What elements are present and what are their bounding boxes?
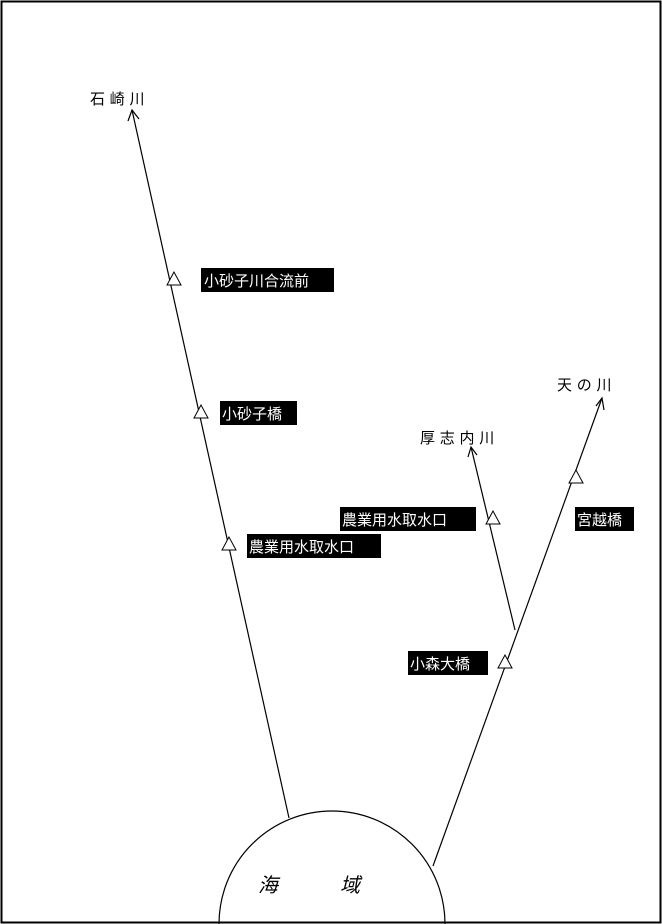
sea-area [218, 810, 446, 924]
label-bg-nougyou-right [340, 507, 476, 531]
ishizaki-river-line [131, 109, 290, 819]
station-label-kosago-bashi: 小砂子橋 [222, 405, 282, 423]
ishizaki-arrowhead [127, 108, 140, 122]
label-bg-kosago-bashi [220, 401, 297, 425]
station-marker-komori-oohashi [497, 653, 513, 669]
station-marker-nougyou-right [485, 509, 501, 525]
atsushinai-river-line [470, 446, 516, 631]
station-label-komori-oohashi: 小森大橋 [410, 655, 470, 673]
station-label-miyakoshi: 宮越橋 [577, 511, 622, 529]
station-marker-kosago-bashi [193, 403, 209, 419]
station-marker-miyakoshi [568, 468, 584, 484]
station-marker-kosagogawa-gouryu [166, 270, 182, 286]
station-marker-nougyou-left [221, 535, 237, 551]
sea-label-char1: 海 [258, 873, 281, 897]
ishizaki-river-label: 石 崎 川 [90, 90, 145, 108]
station-label-nougyou-right: 農業用水取水口 [342, 511, 447, 529]
amanokawa-arrowhead [595, 396, 605, 411]
station-label-nougyou-left: 農業用水取水口 [249, 538, 354, 556]
label-bg-komori-oohashi [408, 651, 488, 675]
amanokawa-river-label: 天 の 川 [557, 376, 612, 394]
atsushinai-arrowhead [467, 445, 478, 458]
sea-label-char2: 域 [340, 873, 363, 897]
label-bg-nougyou-left [247, 534, 381, 558]
label-bg-kosagogawa-gouryu [201, 268, 334, 292]
amanokawa-river-line [432, 397, 603, 867]
atsushinai-river-label: 厚 志 内 川 [420, 429, 494, 447]
label-bg-miyakoshi [575, 507, 634, 531]
station-label-kosagogawa-gouryu: 小砂子川合流前 [204, 272, 309, 290]
